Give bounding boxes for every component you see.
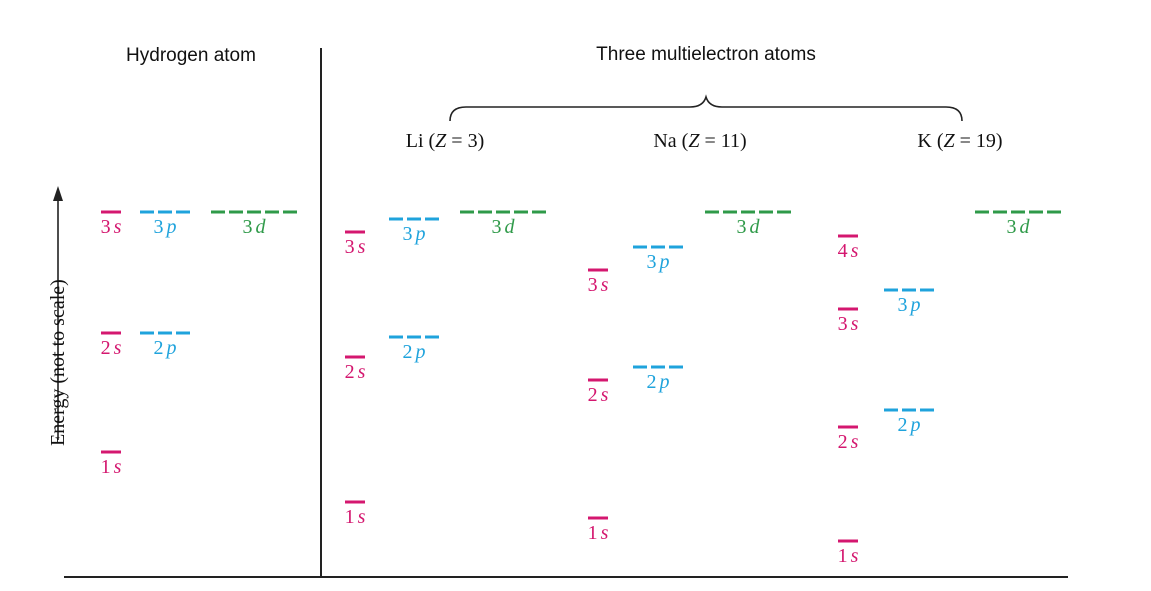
multielectron-title: Three multielectron atoms xyxy=(596,44,816,65)
na-label: Na (Z = 11) xyxy=(653,130,746,152)
energy-axis-arrow xyxy=(53,186,63,440)
li-label: Li (Z = 3) xyxy=(406,130,485,152)
energy-axis-label: Energy (not to scale) xyxy=(47,279,69,446)
hydrogen-title: Hydrogen atom xyxy=(126,45,256,66)
k-label: K (Z = 19) xyxy=(917,130,1002,152)
atoms-brace xyxy=(449,94,963,122)
